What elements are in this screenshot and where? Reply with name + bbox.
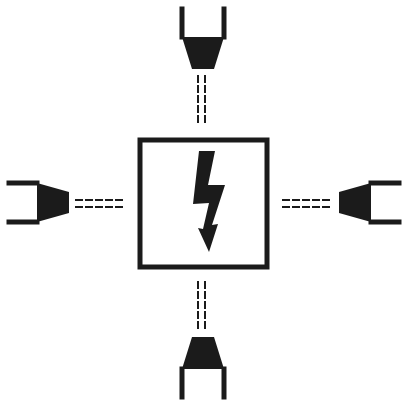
high-voltage-box <box>137 137 270 270</box>
right-plug-icon <box>339 180 402 225</box>
left-plug-icon <box>6 180 69 225</box>
bottom-plug-icon <box>179 337 227 400</box>
lightning-bolt-icon <box>193 151 225 252</box>
dashed-connection-lines <box>75 75 334 332</box>
top-plug-icon <box>179 6 227 69</box>
